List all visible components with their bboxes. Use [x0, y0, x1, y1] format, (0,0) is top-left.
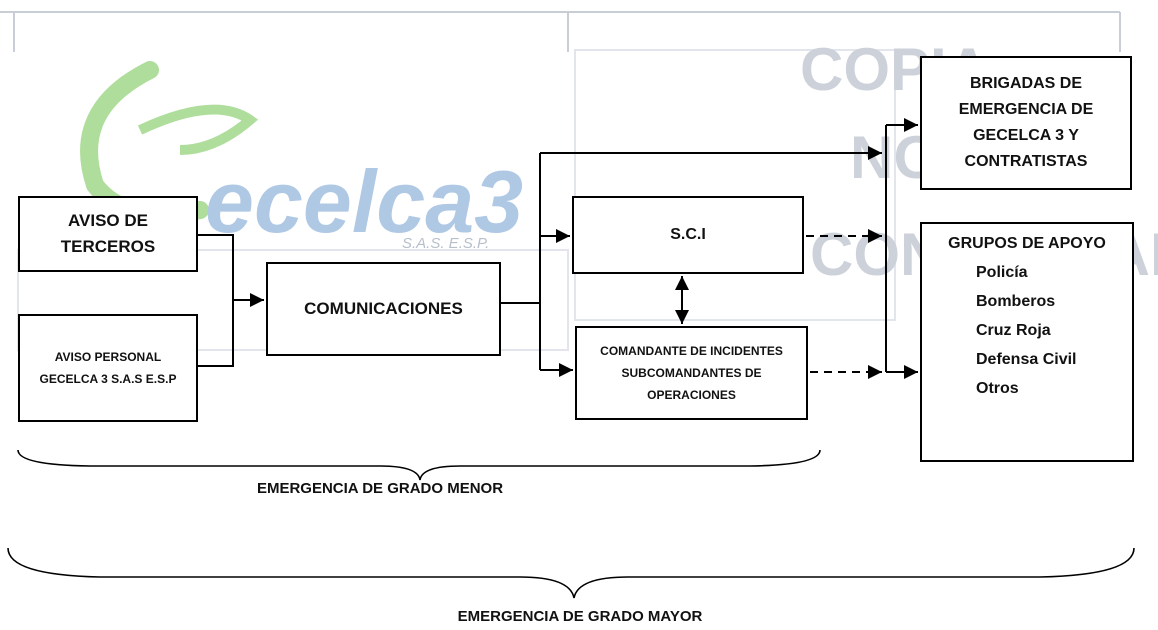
sci-box: S.C.I: [572, 196, 804, 274]
grupos-item-policia: Policía: [976, 264, 1028, 281]
brigadas-box: BRIGADAS DE EMERGENCIA DE GECELCA 3 Y CO…: [920, 56, 1132, 190]
brigadas-line-3: GECELCA 3 Y: [973, 127, 1079, 144]
grupos-item-cruz-roja: Cruz Roja: [976, 322, 1051, 339]
brigadas-line-2: EMERGENCIA DE: [958, 101, 1094, 118]
comandante-line-3: OPERACIONES: [647, 388, 736, 402]
aviso-terceros-box: AVISO DE TERCEROS: [18, 196, 198, 272]
aviso-personal-line-2: GECELCA 3 S.A.S E.S.P: [39, 372, 177, 386]
comunicaciones-box: COMUNICACIONES: [266, 262, 501, 356]
brigadas-line-4: CONTRATISTAS: [964, 153, 1088, 170]
grupos-item-defensa-civil: Defensa Civil: [976, 351, 1077, 368]
comandante-line-1: COMANDANTE DE INCIDENTES: [600, 344, 783, 358]
aviso-personal-line-1: AVISO PERSONAL: [54, 350, 162, 364]
grupos-item-bomberos: Bomberos: [976, 293, 1056, 310]
aviso-terceros-line-1: AVISO DE: [68, 211, 148, 230]
comunicaciones-label: COMUNICACIONES: [304, 299, 463, 318]
sci-label: S.C.I: [670, 226, 706, 243]
brigadas-line-1: BRIGADAS DE: [969, 75, 1082, 92]
connector-aviso-terceros: [198, 234, 234, 367]
grupos-apoyo-box: GRUPOS DE APOYO Policía Bomberos Cruz Ro…: [920, 222, 1134, 462]
brace-menor: [17, 449, 821, 481]
gecelca-logo: ecelca3 S.A.S. E.S.P.: [80, 61, 523, 252]
grupos-item-otros: Otros: [976, 380, 1019, 397]
grupos-apoyo-list: Policía Bomberos Cruz Roja Defensa Civil…: [922, 258, 1132, 403]
emergencia-grado-mayor-label: EMERGENCIA DE GRADO MAYOR: [457, 608, 703, 625]
grupos-apoyo-title: GRUPOS DE APOYO: [948, 235, 1106, 252]
emergencia-grado-menor-label: EMERGENCIA DE GRADO MENOR: [256, 480, 504, 497]
comandante-line-2: SUBCOMANDANTES DE: [621, 366, 762, 380]
aviso-personal-box: AVISO PERSONAL GECELCA 3 S.A.S E.S.P: [18, 314, 198, 422]
comandante-box: COMANDANTE DE INCIDENTES SUBCOMANDANTES …: [575, 326, 808, 420]
aviso-terceros-line-2: TERCEROS: [60, 237, 156, 256]
watermark-logo-subtext: S.A.S. E.S.P.: [402, 235, 489, 252]
watermark-logo-text: ecelca3: [205, 152, 523, 251]
brace-mayor: [7, 547, 1135, 599]
